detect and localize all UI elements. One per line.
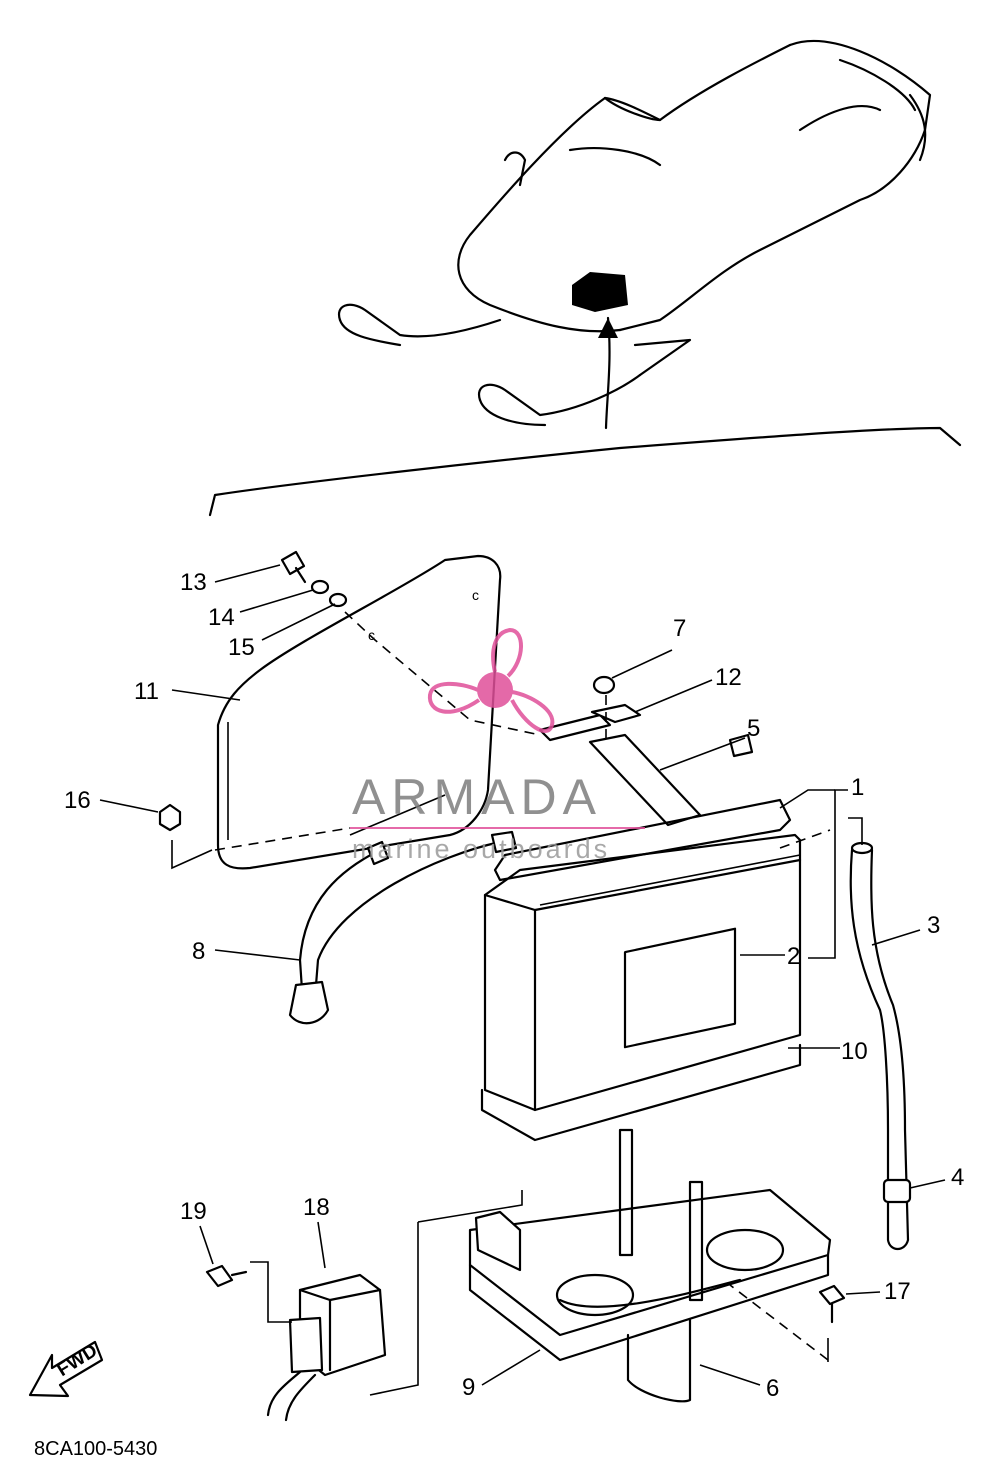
battery-box — [369, 1128, 832, 1403]
callout-2: 2 — [787, 943, 801, 970]
callout-16: 16 — [64, 787, 91, 814]
section-bracket — [208, 426, 962, 517]
callout-17: 17 — [884, 1278, 911, 1305]
callout-11: 11 — [134, 678, 159, 705]
watermark-logo — [350, 627, 645, 829]
callout-10: 10 — [841, 1038, 868, 1065]
callout-18: 18 — [303, 1194, 330, 1221]
callout-12: 12 — [715, 664, 742, 691]
callout-3: 3 — [927, 912, 941, 939]
nut-16 — [158, 803, 351, 870]
watermark-name: ARMADA — [352, 769, 602, 825]
fwd-arrow — [28, 1340, 104, 1398]
diagram-code: 8CA100-5430 — [34, 1438, 158, 1460]
callout-9: 9 — [462, 1374, 476, 1401]
callout-8: 8 — [192, 938, 206, 965]
callout-6: 6 — [766, 1375, 780, 1402]
callout-13: 13 — [180, 569, 207, 596]
callout-19: 19 — [180, 1198, 207, 1225]
watermark-tagline: marine outboards — [352, 834, 611, 864]
callout-15: 15 — [228, 634, 255, 661]
snowmobile-overview — [337, 40, 932, 430]
starter-relay — [205, 1261, 387, 1422]
callout-14: 14 — [208, 604, 235, 631]
callout-5: 5 — [747, 715, 761, 742]
leader-lines — [99, 564, 946, 1386]
svg-text:c: c — [368, 627, 375, 643]
callout-4: 4 — [951, 1164, 965, 1191]
screw-washers — [280, 550, 541, 736]
svg-text:c: c — [472, 587, 479, 603]
screw-17 — [729, 1284, 846, 1362]
callout-1: 1 — [851, 774, 865, 801]
battery — [480, 733, 831, 1142]
band-5 — [588, 733, 702, 827]
callout-7: 7 — [673, 615, 687, 642]
battery-band — [538, 675, 642, 742]
breather-hose — [849, 841, 912, 1251]
lead-wire — [288, 830, 518, 1025]
